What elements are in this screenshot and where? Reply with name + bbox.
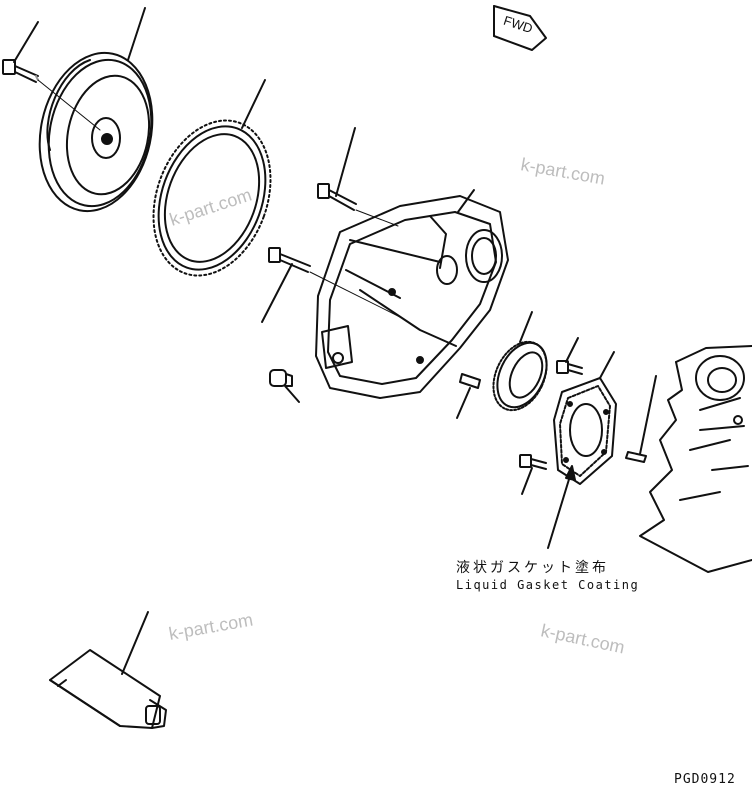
drain-plug xyxy=(269,369,293,387)
retainer-bolt-lower xyxy=(519,454,547,470)
flywheel-bolt xyxy=(2,59,39,83)
housing-bolt-upper-leader xyxy=(335,127,356,197)
drawing-code: PGD0912 xyxy=(674,772,736,786)
housing-bolt-lower-leader xyxy=(261,263,293,323)
gasket-arrow xyxy=(547,465,576,549)
retainer-bolt-upper-leader xyxy=(565,337,579,363)
drain-plug-leader xyxy=(284,385,300,403)
seal-retainer-leader xyxy=(599,351,615,379)
ring-gear xyxy=(152,119,272,277)
flywheel-bolt-leader xyxy=(13,21,39,63)
oil-seal-leader xyxy=(519,311,533,343)
flywheel-housing xyxy=(315,195,509,399)
bolt-axis-line xyxy=(37,79,101,131)
lower-bolt-axis xyxy=(309,271,403,319)
flywheel xyxy=(38,51,154,213)
dowel-pin-housing xyxy=(459,373,481,389)
dowel-pin-block-leader xyxy=(639,375,657,455)
note-japanese: 液状ガスケット塗布 xyxy=(456,559,609,576)
watermark-top-right: k-part.com xyxy=(519,154,606,188)
retainer-bolt-upper xyxy=(556,360,583,375)
watermark-bottom-left: k-part.com xyxy=(167,609,254,643)
oil-seal xyxy=(492,340,548,412)
watermark-bottom-right: k-part.com xyxy=(539,620,626,657)
housing-bolt-upper xyxy=(317,183,357,211)
flywheel-housing-leader xyxy=(457,189,475,213)
dowel-pin-block xyxy=(625,451,647,463)
housing-bolt-lower xyxy=(268,247,311,273)
watermark-ring-gear: k-part.com xyxy=(167,185,254,230)
cylinder-block xyxy=(639,345,752,573)
note-english: Liquid Gasket Coating xyxy=(456,578,639,592)
upper-bolt-axis xyxy=(355,209,399,227)
flywheel-leader xyxy=(127,7,146,61)
fwd-direction-tag: FWD xyxy=(493,5,547,51)
dowel-pin-housing-leader xyxy=(456,387,471,419)
liquid-gasket-tube xyxy=(49,649,167,729)
liquid-gasket-tube-leader xyxy=(121,611,149,675)
ring-gear-leader xyxy=(241,79,266,129)
seal-retainer xyxy=(553,377,617,485)
retainer-bolt-lower-leader xyxy=(521,467,533,495)
